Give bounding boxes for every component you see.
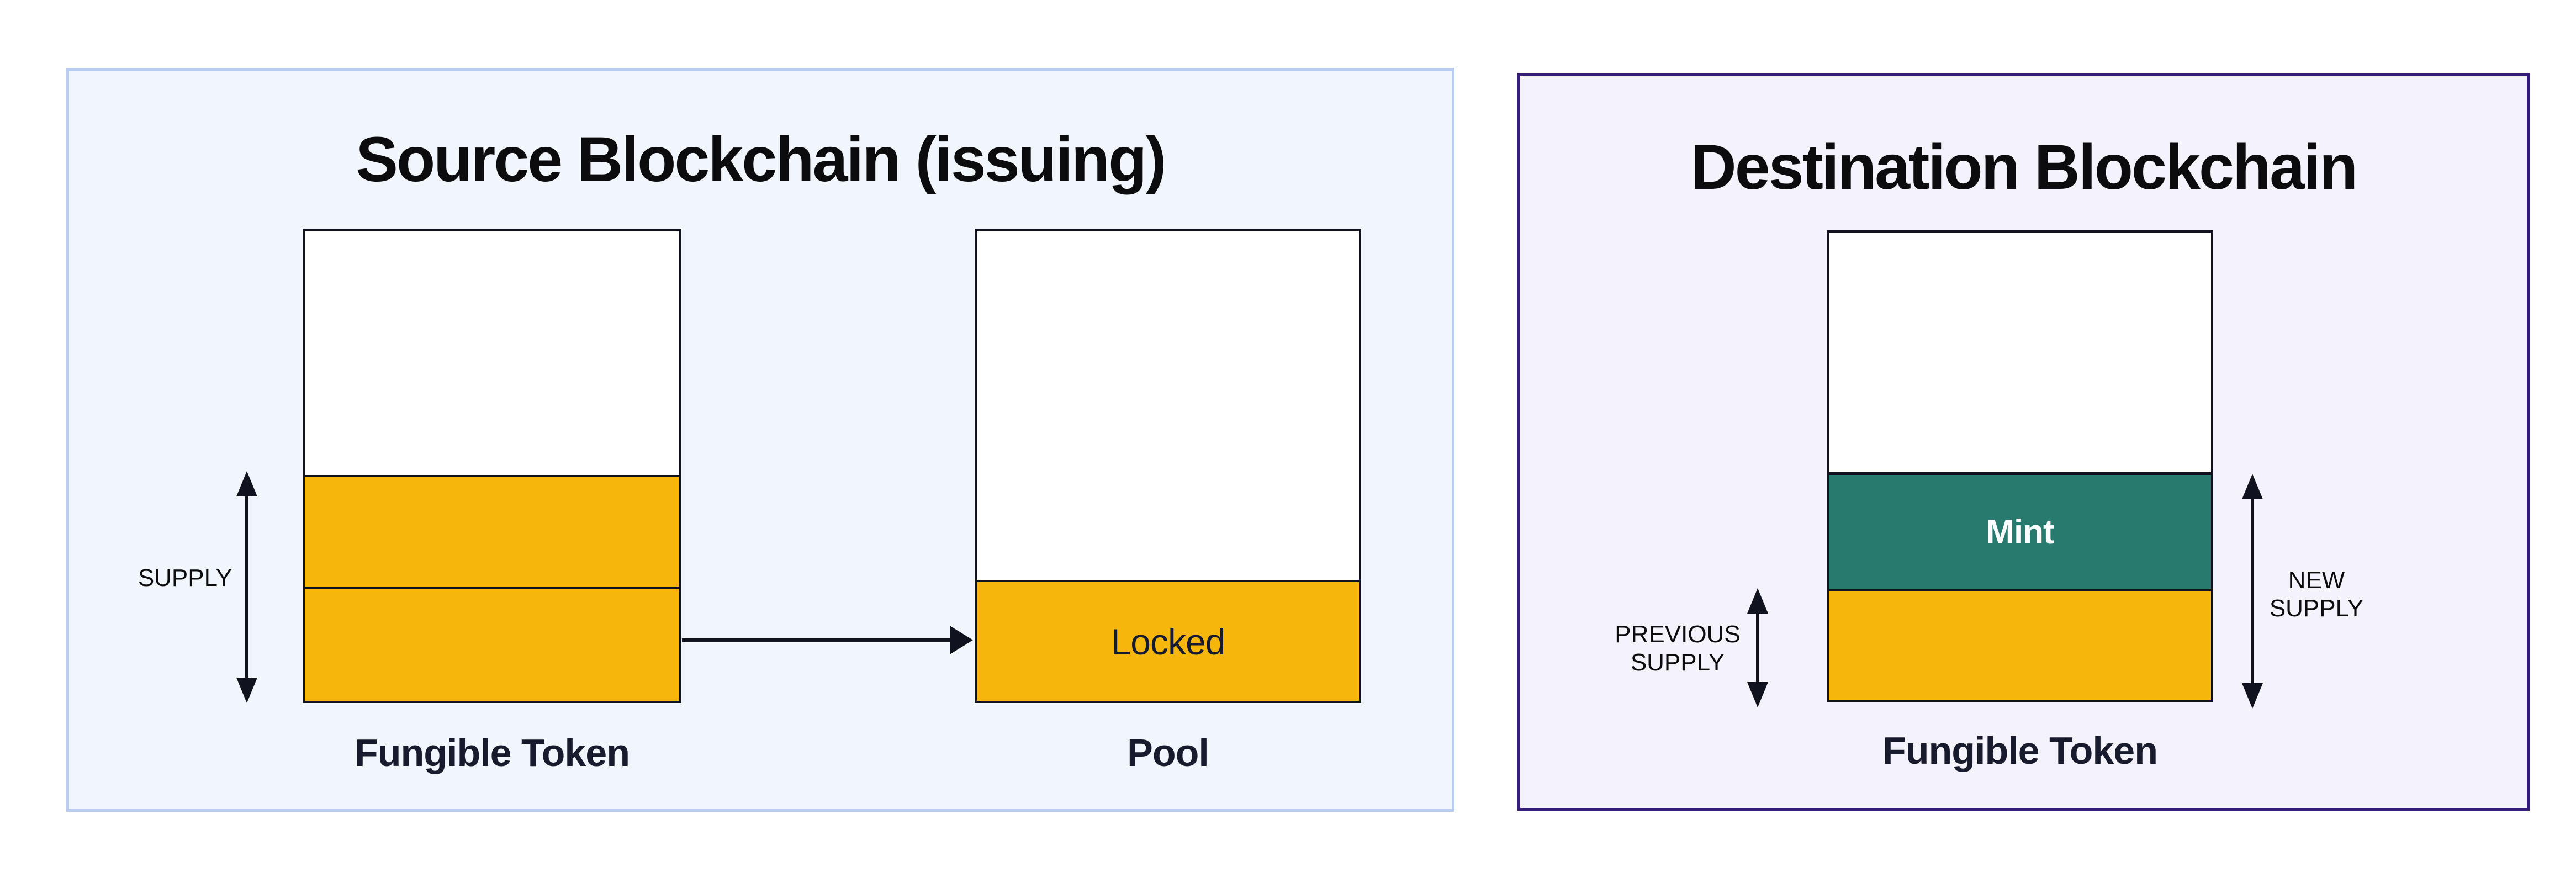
previous-supply-label-line1: PREVIOUS — [1615, 621, 1741, 648]
new-supply-label: NEW SUPPLY — [2234, 566, 2399, 623]
source-fungible-token-caption: Fungible Token — [354, 731, 630, 774]
destination-blockchain-panel: Destination Blockchain Mint PREVIOUS SUP… — [1517, 73, 2530, 811]
locked-segment: Locked — [977, 580, 1359, 701]
new-supply-label-line1: NEW — [2288, 567, 2345, 594]
locked-label: Locked — [1110, 621, 1226, 662]
mint-label: Mint — [1986, 513, 2054, 551]
destination-panel-title: Destination Blockchain — [1690, 132, 2358, 203]
destination-fungible-token-caption: Fungible Token — [1882, 729, 2158, 772]
source-panel-title: Source Blockchain (issuing) — [356, 124, 1166, 195]
destination-fungible-token-box: Mint — [1827, 230, 2213, 702]
new-supply-range-arrow-icon — [2241, 474, 2263, 709]
arrow-line — [1756, 598, 1759, 698]
arrow-right-head — [950, 626, 973, 654]
previous-supply-label-line2: SUPPLY — [1630, 649, 1725, 677]
supply-lower-segment — [305, 587, 679, 701]
new-supply-label-line2: SUPPLY — [2269, 595, 2364, 622]
pool-box: Locked — [975, 229, 1361, 703]
supply-range-arrow-icon — [236, 471, 258, 703]
lock-transfer-arrow-icon — [682, 624, 973, 657]
previous-supply-segment — [1829, 589, 2211, 700]
source-fungible-token-box — [303, 229, 681, 703]
arrow-down-head — [1747, 682, 1768, 707]
mint-segment: Mint — [1829, 472, 2211, 589]
arrow-line — [2251, 484, 2254, 699]
supply-label: SUPPLY — [137, 564, 232, 591]
source-blockchain-panel: Source Blockchain (issuing) Locked SUPPL… — [66, 68, 1454, 812]
arrow-line — [682, 638, 956, 642]
previous-supply-label: PREVIOUS SUPPLY — [1592, 620, 1763, 677]
arrow-down-head — [236, 678, 257, 703]
supply-upper-segment — [305, 475, 679, 587]
previous-supply-range-arrow-icon — [1747, 588, 1769, 707]
arrow-line — [245, 481, 248, 693]
arrow-down-head — [2242, 683, 2263, 709]
pool-caption: Pool — [1127, 731, 1209, 774]
